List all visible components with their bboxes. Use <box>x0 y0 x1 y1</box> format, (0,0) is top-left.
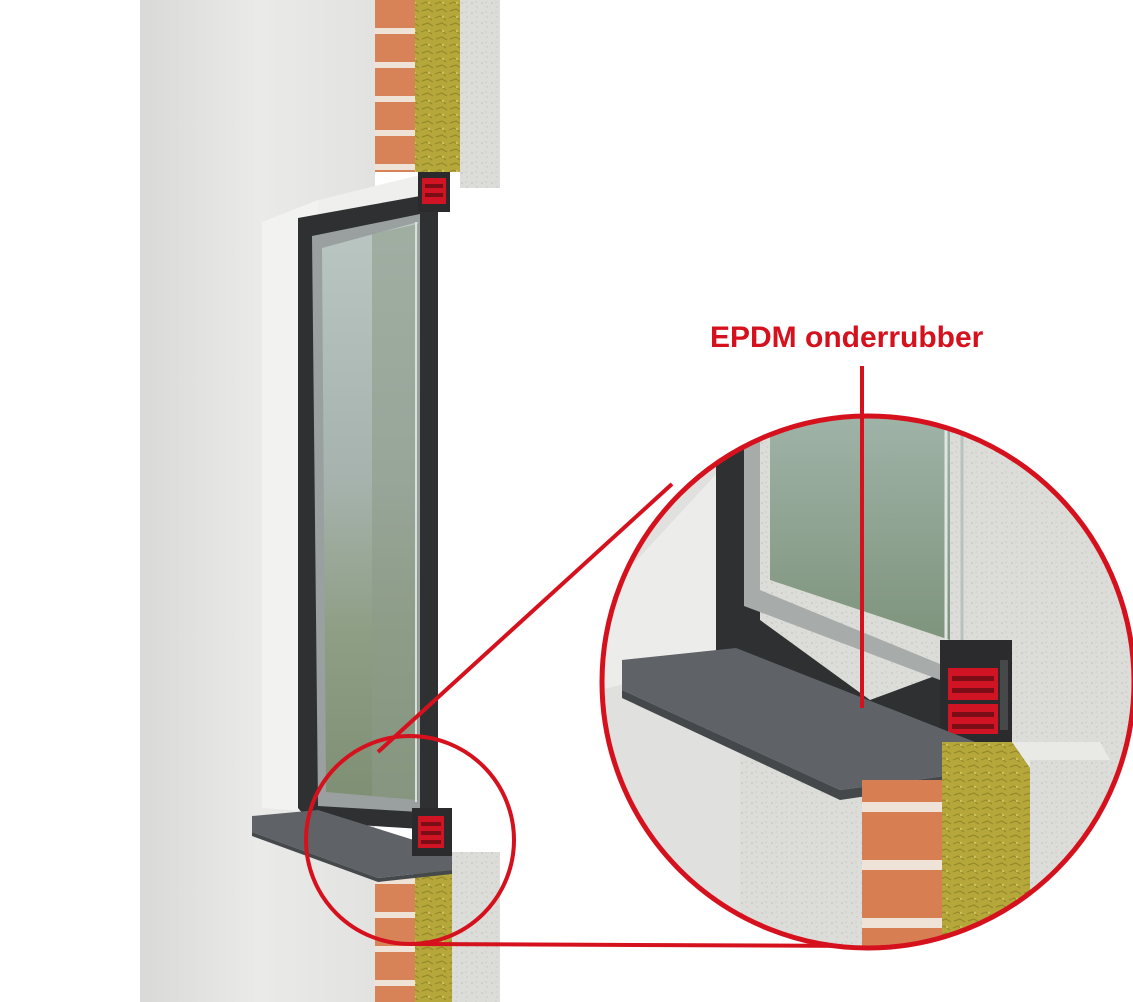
zoom-frame <box>716 416 1010 742</box>
brick-layer <box>375 0 415 172</box>
zoom-sill <box>622 648 975 790</box>
callout-label-epdm: EPDM onderrubber <box>710 321 984 354</box>
zoom-brick-layer <box>862 780 942 948</box>
bottom-profile-section <box>412 808 452 856</box>
aerated-block-layer <box>460 0 500 188</box>
connector-line-bottom <box>409 942 869 948</box>
zoom-insulation-layer <box>942 742 1030 948</box>
aerated-block-layer-lower <box>452 852 500 1002</box>
connector-line-top <box>376 482 674 754</box>
zoom-connector-lines <box>376 482 869 948</box>
zoom-profile-section <box>940 640 1012 742</box>
top-profile-section <box>418 172 450 212</box>
detail-circle-large <box>599 413 1133 951</box>
window-sill <box>252 810 452 878</box>
detail-circle-small <box>304 734 516 946</box>
insulation-layer <box>415 0 460 172</box>
window-frame <box>252 172 452 882</box>
